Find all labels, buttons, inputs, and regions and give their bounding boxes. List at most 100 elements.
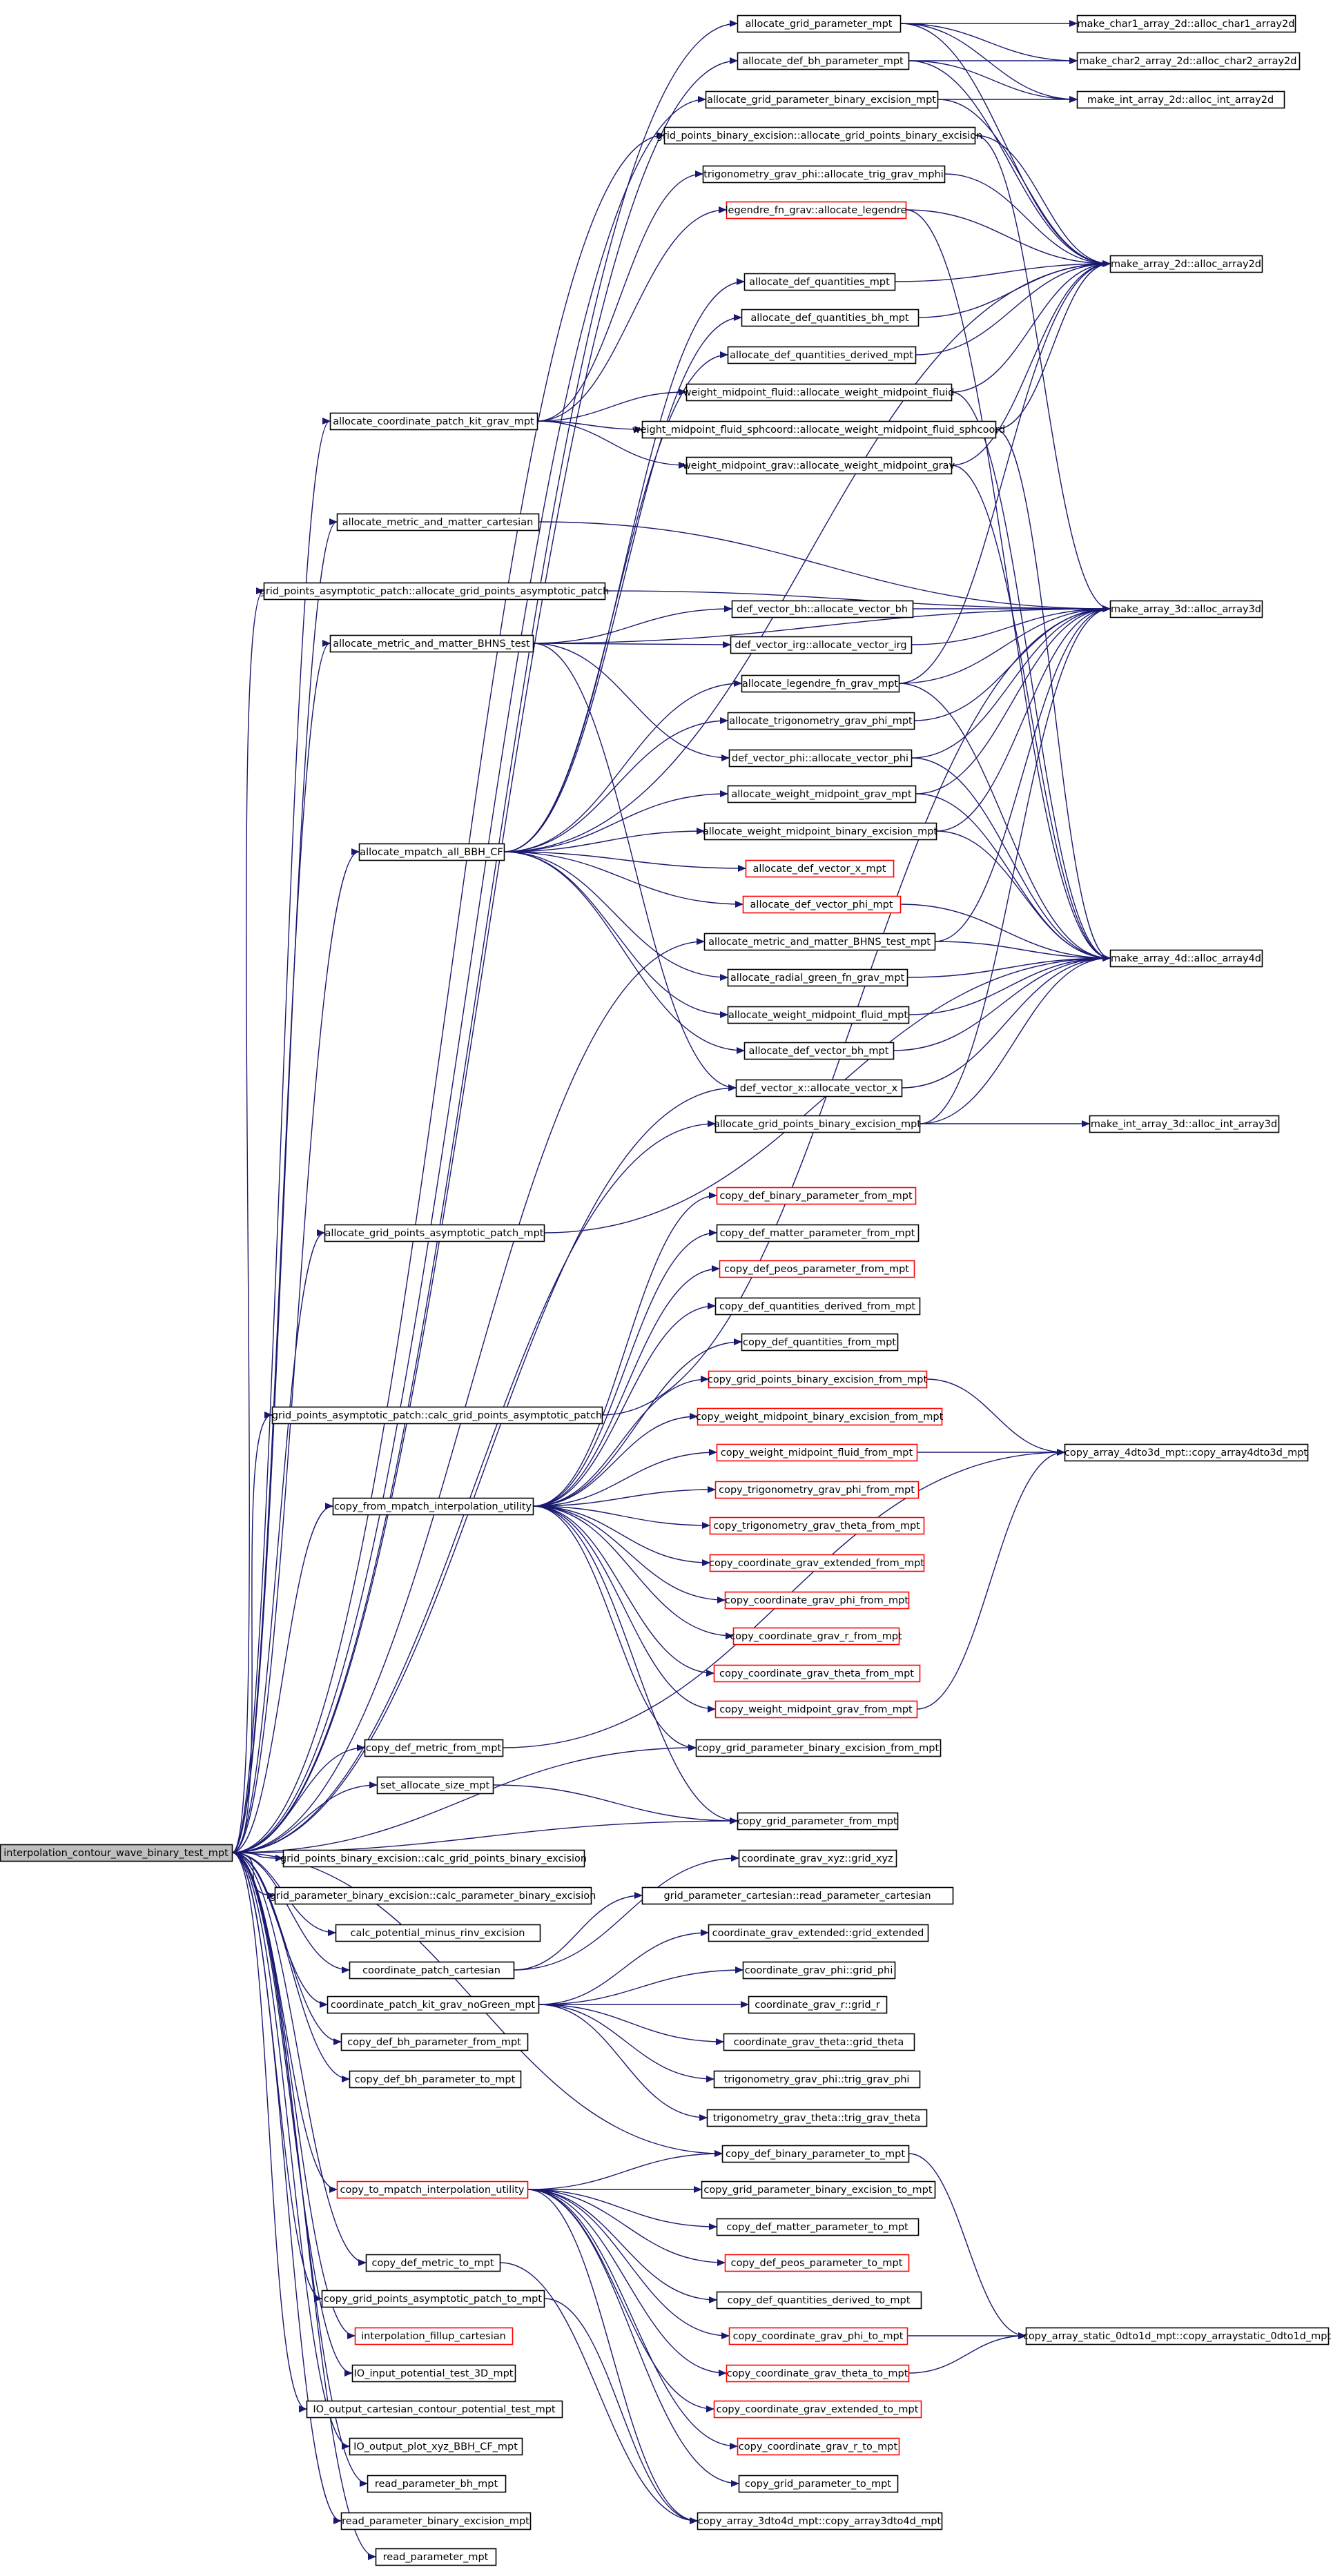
node-box[interactable] bbox=[367, 2475, 507, 2493]
node-box[interactable] bbox=[727, 968, 908, 987]
node-box[interactable] bbox=[709, 1516, 925, 1535]
node-box[interactable] bbox=[697, 2512, 943, 2530]
node-box[interactable] bbox=[745, 859, 895, 878]
node-n11[interactable]: allocate_def_quantities_mpt bbox=[743, 273, 896, 291]
node-n26[interactable]: def_vector_phi::allocate_vector_phi bbox=[728, 749, 913, 768]
node-box[interactable] bbox=[697, 1407, 943, 1426]
node-n14[interactable]: allocate_coordinate_patch_kit_grav_mpt bbox=[329, 412, 538, 431]
node-box[interactable] bbox=[282, 1849, 585, 1868]
node-box[interactable] bbox=[727, 346, 917, 364]
node-box[interactable] bbox=[340, 2512, 532, 2530]
node-n8[interactable]: trigonometry_grav_phi::allocate_trig_gra… bbox=[702, 165, 946, 184]
node-box[interactable] bbox=[365, 2254, 501, 2272]
node-box[interactable] bbox=[354, 2327, 514, 2345]
node-n41[interactable]: copy_def_binary_parameter_from_mpt bbox=[716, 1187, 917, 1205]
node-n1[interactable]: allocate_grid_parameter_mpt bbox=[737, 14, 902, 33]
node-n65[interactable]: grid_parameter_binary_excision::calc_par… bbox=[270, 1886, 596, 1905]
node-box[interactable] bbox=[728, 2327, 908, 2345]
node-n79[interactable]: copy_to_mpatch_interpolation_utility bbox=[336, 2180, 529, 2199]
node-box[interactable] bbox=[332, 1497, 534, 1516]
node-n87[interactable]: copy_array_static_0dto1d_mpt::copy_array… bbox=[1023, 2327, 1332, 2345]
node-box[interactable] bbox=[741, 1333, 899, 1352]
node-box[interactable] bbox=[349, 2437, 523, 2456]
node-box[interactable] bbox=[324, 1224, 545, 1242]
node-box[interactable] bbox=[716, 2291, 922, 2310]
node-box[interactable] bbox=[727, 1006, 910, 1024]
node-box[interactable] bbox=[306, 2400, 563, 2419]
node-n40[interactable]: allocate_grid_points_asymptotic_patch_mp… bbox=[324, 1224, 545, 1242]
node-n81[interactable]: copy_def_matter_parameter_to_mpt bbox=[716, 2218, 920, 2236]
node-n29[interactable]: allocate_weight_midpoint_binary_excision… bbox=[703, 822, 938, 841]
node-n13[interactable]: allocate_def_quantities_derived_mpt bbox=[727, 346, 917, 364]
node-n45[interactable]: copy_def_quantities_from_mpt bbox=[741, 1333, 899, 1352]
node-box[interactable] bbox=[641, 1886, 954, 1905]
node-box[interactable] bbox=[714, 1115, 921, 1133]
node-n90[interactable]: IO_input_potential_test_3D_mpt bbox=[351, 2364, 516, 2383]
node-n54[interactable]: copy_coordinate_grav_extended_from_mpt bbox=[709, 1554, 925, 1572]
node-box[interactable] bbox=[364, 1739, 504, 1757]
node-n88[interactable]: interpolation_fillup_cartesian bbox=[354, 2327, 514, 2345]
node-n12[interactable]: allocate_def_quantities_bh_mpt bbox=[741, 309, 920, 327]
node-n48[interactable]: copy_weight_midpoint_binary_excision_fro… bbox=[696, 1407, 944, 1426]
node-box[interactable] bbox=[1064, 1443, 1309, 1462]
node-box[interactable] bbox=[737, 14, 902, 33]
node-box[interactable] bbox=[1025, 2327, 1330, 2345]
node-box[interactable] bbox=[0, 1844, 233, 1862]
node-n34[interactable]: allocate_radial_green_fn_grav_mpt bbox=[727, 968, 908, 987]
node-n57[interactable]: copy_coordinate_grav_theta_from_mpt bbox=[713, 1664, 921, 1683]
node-box[interactable] bbox=[321, 2290, 545, 2308]
node-box[interactable] bbox=[741, 674, 900, 693]
node-n80[interactable]: copy_grid_parameter_binary_excision_to_m… bbox=[701, 2180, 936, 2199]
node-box[interactable] bbox=[726, 201, 907, 219]
node-n59[interactable]: copy_def_metric_from_mpt bbox=[364, 1739, 504, 1757]
node-box[interactable] bbox=[335, 1924, 541, 1942]
node-n44[interactable]: copy_def_quantities_derived_from_mpt bbox=[714, 1297, 921, 1316]
node-n72[interactable]: coordinate_grav_r::grid_r bbox=[748, 1996, 888, 2014]
node-box[interactable] bbox=[1109, 600, 1263, 618]
node-box[interactable] bbox=[263, 582, 606, 601]
node-n51[interactable]: copy_from_mpatch_interpolation_utility bbox=[332, 1497, 534, 1516]
node-n70[interactable]: coordinate_grav_phi::grid_phi bbox=[742, 1961, 896, 1980]
node-n60[interactable]: copy_grid_parameter_binary_excision_from… bbox=[695, 1739, 942, 1757]
node-box[interactable] bbox=[641, 420, 997, 439]
node-n56[interactable]: copy_coordinate_grav_r_from_mpt bbox=[730, 1627, 902, 1646]
node-box[interactable] bbox=[708, 1370, 928, 1389]
node-box[interactable] bbox=[1076, 90, 1285, 109]
node-n28[interactable]: allocate_mpatch_all_BBH_CF bbox=[358, 843, 505, 861]
node-n33[interactable]: make_array_4d::alloc_array4d bbox=[1109, 949, 1263, 968]
node-box[interactable] bbox=[738, 2475, 899, 2493]
node-n31[interactable]: allocate_def_vector_phi_mpt bbox=[742, 895, 902, 914]
node-box[interactable] bbox=[724, 1591, 910, 1610]
node-n91[interactable]: copy_coordinate_grav_extended_to_mpt bbox=[713, 2400, 922, 2419]
node-box[interactable] bbox=[1076, 14, 1296, 33]
node-box[interactable] bbox=[349, 2070, 522, 2089]
node-n7[interactable]: grid_points_binary_excision::allocate_gr… bbox=[657, 126, 983, 145]
node-n39[interactable]: make_int_array_3d::alloc_int_array3d bbox=[1089, 1115, 1280, 1133]
node-box[interactable] bbox=[737, 52, 910, 70]
node-n46[interactable]: grid_points_asymptotic_patch::calc_grid_… bbox=[271, 1406, 603, 1425]
node-box[interactable] bbox=[728, 749, 913, 768]
node-n50[interactable]: copy_array_4dto3d_mpt::copy_array4dto3d_… bbox=[1064, 1443, 1309, 1462]
node-n9[interactable]: legendre_fn_grav::allocate_legendre bbox=[726, 201, 907, 219]
node-n74[interactable]: copy_def_bh_parameter_from_mpt bbox=[340, 2033, 529, 2051]
node-box[interactable] bbox=[727, 785, 917, 803]
node-n47[interactable]: copy_grid_points_binary_excision_from_mp… bbox=[708, 1370, 928, 1389]
node-box[interactable] bbox=[724, 2254, 910, 2272]
node-n4[interactable]: make_char2_array_2d::alloc_char2_array2d bbox=[1076, 52, 1301, 70]
node-box[interactable] bbox=[274, 1886, 592, 1905]
node-box[interactable] bbox=[376, 1776, 494, 1795]
node-n77[interactable]: trigonometry_grav_theta::trig_grav_theta bbox=[706, 2109, 928, 2127]
node-n97[interactable]: copy_array_3dto4d_mpt::copy_array3dto4d_… bbox=[697, 2512, 943, 2530]
node-n86[interactable]: copy_coordinate_grav_phi_to_mpt bbox=[728, 2327, 908, 2345]
node-n94[interactable]: IO_output_plot_xyz_BBH_CF_mpt bbox=[349, 2437, 523, 2456]
node-n63[interactable]: grid_points_binary_excision::calc_grid_p… bbox=[280, 1849, 587, 1868]
node-box[interactable] bbox=[336, 513, 540, 531]
node-n55[interactable]: copy_coordinate_grav_phi_from_mpt bbox=[724, 1591, 910, 1610]
node-n20[interactable]: make_array_3d::alloc_array3d bbox=[1109, 600, 1263, 618]
node-n18[interactable]: allocate_metric_and_matter_cartesian bbox=[336, 513, 540, 531]
node-box[interactable] bbox=[743, 273, 896, 291]
node-box[interactable] bbox=[737, 1812, 899, 1831]
node-n68[interactable]: coordinate_grav_extended::grid_extended bbox=[708, 1924, 929, 1942]
node-n89[interactable]: copy_coordinate_grav_theta_to_mpt bbox=[726, 2364, 910, 2383]
node-box[interactable] bbox=[713, 1664, 921, 1683]
